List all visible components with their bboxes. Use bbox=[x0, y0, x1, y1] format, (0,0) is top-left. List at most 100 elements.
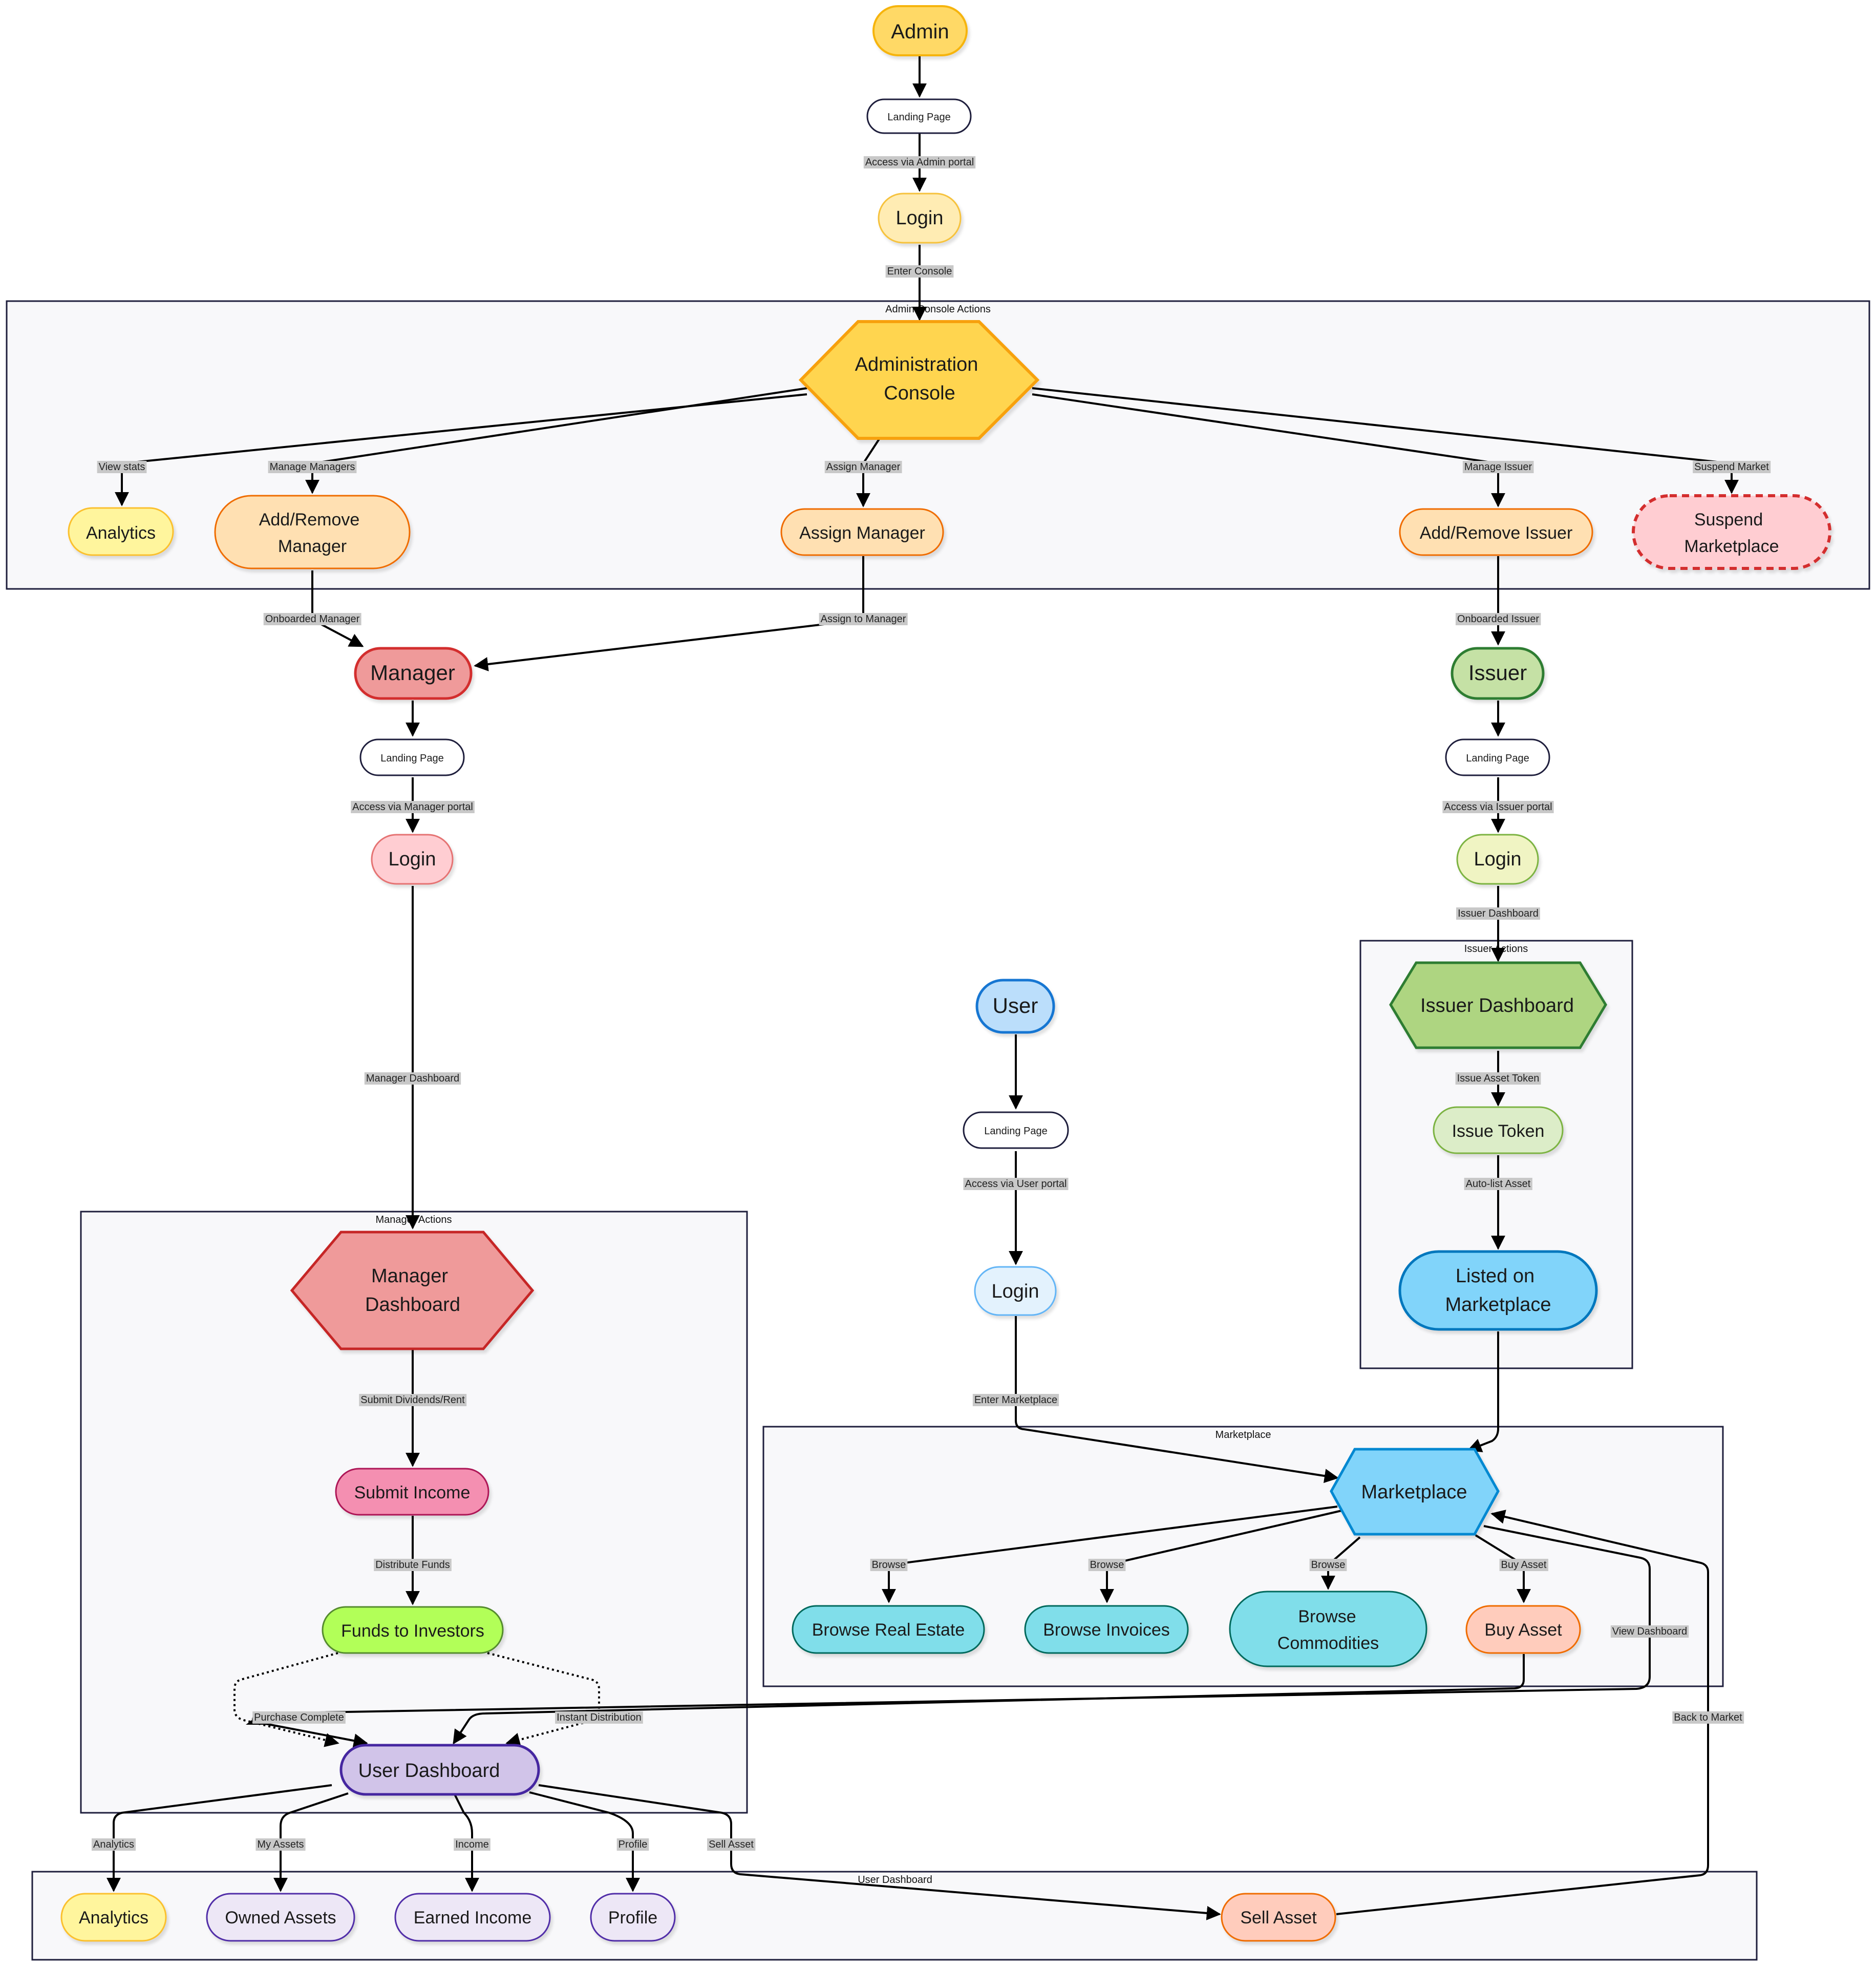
node-issuer-landing[interactable]: Landing Page bbox=[1445, 738, 1550, 776]
node-admin-login[interactable]: Login bbox=[878, 193, 962, 244]
svg-text:Add/Remove Issuer: Add/Remove Issuer bbox=[1420, 523, 1573, 543]
node-listed-on-marketplace[interactable]: Listed on Marketplace bbox=[1398, 1250, 1598, 1331]
edge-label-assign-manager: Assign Manager bbox=[824, 461, 902, 473]
svg-text:Issuer Dashboard: Issuer Dashboard bbox=[1420, 995, 1574, 1016]
node-issuer[interactable]: Issuer bbox=[1451, 647, 1545, 700]
svg-text:Profile: Profile bbox=[608, 1908, 657, 1927]
svg-text:Manage Issuer: Manage Issuer bbox=[1464, 461, 1532, 473]
edge-label-onboarded-issuer: Onboarded Issuer bbox=[1455, 613, 1541, 625]
svg-text:Back to Market: Back to Market bbox=[1674, 1712, 1742, 1723]
svg-text:View stats: View stats bbox=[99, 461, 145, 473]
node-manager-landing[interactable]: Landing Page bbox=[359, 738, 465, 776]
edge-label-buy-asset: Buy Asset bbox=[1499, 1559, 1548, 1571]
edge-labels: Access via Admin portal Enter Console Vi… bbox=[91, 156, 1771, 1851]
edge-listed-marketplace bbox=[1467, 1331, 1499, 1452]
node-user-login[interactable]: Login bbox=[974, 1266, 1057, 1316]
node-funds-to-investors[interactable]: Funds to Investors bbox=[322, 1606, 504, 1654]
svg-text:Marketplace: Marketplace bbox=[1361, 1481, 1467, 1503]
svg-text:Landing Page: Landing Page bbox=[1466, 753, 1529, 764]
node-user-dashboard[interactable]: User Dashboard bbox=[339, 1744, 540, 1796]
edge-userdash-owned bbox=[273, 1792, 349, 1892]
svg-text:Issue Asset Token: Issue Asset Token bbox=[1457, 1073, 1540, 1084]
node-issuer-dashboard[interactable]: Issuer Dashboard bbox=[1389, 961, 1607, 1049]
svg-text:Marketplace: Marketplace bbox=[1445, 1294, 1551, 1316]
node-owned-assets[interactable]: Owned Assets bbox=[206, 1893, 355, 1942]
svg-text:User Dashboard: User Dashboard bbox=[358, 1760, 500, 1782]
edge-login-marketplace bbox=[1015, 1316, 1339, 1483]
node-admin[interactable]: Admin bbox=[872, 5, 968, 56]
edge-label-onboarded-manager: Onboarded Manager bbox=[263, 613, 361, 625]
svg-text:Manager Dashboard: Manager Dashboard bbox=[366, 1073, 459, 1084]
node-assign-manager[interactable]: Assign Manager bbox=[780, 508, 944, 556]
node-admin-landing[interactable]: Landing Page bbox=[866, 98, 972, 134]
node-submit-income[interactable]: Submit Income bbox=[335, 1468, 489, 1516]
edge-label-suspend-market: Suspend Market bbox=[1693, 461, 1771, 473]
edge-label-manage-issuer: Manage Issuer bbox=[1462, 461, 1534, 473]
svg-text:Manager: Manager bbox=[370, 661, 455, 685]
edge-label-manage-managers: Manage Managers bbox=[268, 461, 357, 473]
svg-text:Suspend Market: Suspend Market bbox=[1694, 461, 1769, 473]
svg-text:My Assets: My Assets bbox=[257, 1839, 304, 1850]
node-analytics-admin[interactable]: Analytics bbox=[68, 507, 174, 556]
node-buy-asset[interactable]: Buy Asset bbox=[1465, 1605, 1581, 1654]
node-marketplace[interactable]: Marketplace bbox=[1330, 1448, 1500, 1536]
edge-label-distribute-funds: Distribute Funds bbox=[374, 1559, 452, 1571]
cluster-user-dashboard-title: User Dashboard bbox=[858, 1874, 932, 1886]
node-browse-invoices[interactable]: Browse Invoices bbox=[1024, 1605, 1189, 1654]
node-add-remove-issuer[interactable]: Add/Remove Issuer bbox=[1399, 508, 1593, 556]
edge-label-manager-dashboard: Manager Dashboard bbox=[364, 1072, 461, 1085]
node-sell-asset[interactable]: Sell Asset bbox=[1221, 1893, 1336, 1942]
edge-label-issuer-dashboard: Issuer Dashboard bbox=[1456, 907, 1540, 920]
svg-text:Sell Asset: Sell Asset bbox=[709, 1839, 754, 1850]
svg-text:Access via Admin portal: Access via Admin portal bbox=[865, 157, 974, 168]
svg-text:Listed on: Listed on bbox=[1456, 1265, 1534, 1287]
edge-label-access-manager: Access via Manager portal bbox=[351, 801, 475, 813]
edge-label-my-assets: My Assets bbox=[255, 1838, 306, 1851]
node-user-landing[interactable]: Landing Page bbox=[963, 1111, 1069, 1149]
edge-label-sell-asset: Sell Asset bbox=[707, 1838, 756, 1851]
node-administration-console[interactable]: Administration Console bbox=[798, 320, 1040, 440]
edge-label-access-issuer: Access via Issuer portal bbox=[1442, 801, 1554, 813]
node-issue-token[interactable]: Issue Token bbox=[1433, 1106, 1564, 1154]
cluster-admin-console-title: Admin Console Actions bbox=[885, 304, 991, 315]
svg-text:Issue Token: Issue Token bbox=[1452, 1121, 1545, 1141]
svg-text:Browse: Browse bbox=[872, 1559, 906, 1571]
svg-text:Landing Page: Landing Page bbox=[380, 753, 443, 764]
svg-text:Enter Marketplace: Enter Marketplace bbox=[974, 1394, 1057, 1406]
nodes: Admin Landing Page Login Administration … bbox=[60, 5, 1831, 1942]
edge-label-browse-1: Browse bbox=[870, 1559, 908, 1571]
edge-label-auto-list-asset: Auto-list Asset bbox=[1464, 1178, 1532, 1190]
edge-label-purchase-complete: Purchase Complete bbox=[252, 1711, 346, 1724]
svg-text:Distribute Funds: Distribute Funds bbox=[375, 1559, 450, 1571]
svg-text:Analytics: Analytics bbox=[79, 1908, 148, 1927]
node-add-remove-manager[interactable]: Add/Remove Manager bbox=[214, 495, 411, 569]
svg-text:View Dashboard: View Dashboard bbox=[1612, 1626, 1687, 1637]
node-manager[interactable]: Manager bbox=[354, 647, 473, 700]
node-manager-dashboard[interactable]: Manager Dashboard bbox=[290, 1231, 535, 1350]
node-browse-real-estate[interactable]: Browse Real Estate bbox=[792, 1605, 985, 1654]
node-manager-login[interactable]: Login bbox=[371, 834, 454, 885]
edge-label-view-stats: View stats bbox=[97, 461, 147, 473]
node-analytics-user[interactable]: Analytics bbox=[60, 1893, 167, 1942]
svg-text:Login: Login bbox=[896, 207, 944, 229]
node-issuer-login[interactable]: Login bbox=[1456, 834, 1539, 885]
svg-text:Instant Distribution: Instant Distribution bbox=[557, 1712, 642, 1723]
svg-text:Submit Income: Submit Income bbox=[354, 1483, 471, 1502]
node-suspend-marketplace[interactable]: Suspend Marketplace bbox=[1632, 494, 1831, 570]
svg-text:Browse: Browse bbox=[1090, 1559, 1124, 1571]
svg-text:Dashboard: Dashboard bbox=[365, 1294, 460, 1316]
svg-text:Manager: Manager bbox=[278, 537, 347, 556]
edge-label-access-user: Access via User portal bbox=[963, 1178, 1069, 1190]
svg-text:Profile: Profile bbox=[619, 1839, 648, 1850]
node-user[interactable]: User bbox=[975, 979, 1055, 1034]
svg-text:Admin: Admin bbox=[891, 20, 949, 43]
svg-text:User: User bbox=[993, 993, 1038, 1018]
node-profile[interactable]: Profile bbox=[590, 1893, 676, 1942]
node-browse-commodities[interactable]: Browse Commodities bbox=[1229, 1591, 1427, 1667]
svg-text:Suspend: Suspend bbox=[1694, 510, 1763, 529]
svg-text:Access via Manager portal: Access via Manager portal bbox=[352, 801, 473, 813]
node-earned-income[interactable]: Earned Income bbox=[394, 1893, 551, 1942]
svg-text:Commodities: Commodities bbox=[1277, 1634, 1379, 1653]
edge-label-income: Income bbox=[454, 1838, 491, 1851]
